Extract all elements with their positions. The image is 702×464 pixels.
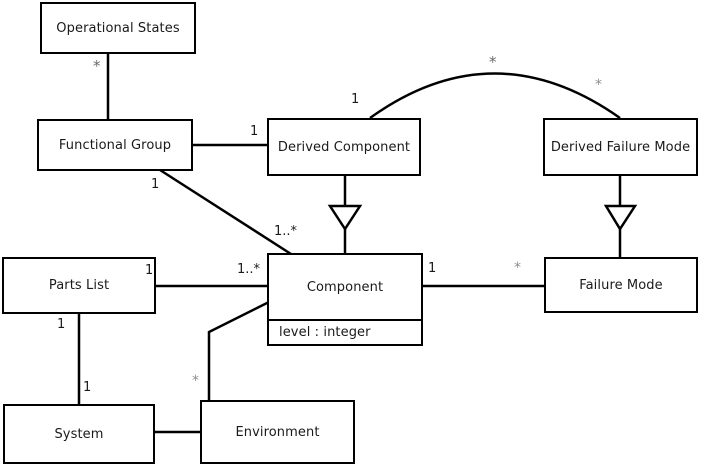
class-name-environment: Environment [235,424,320,440]
class-name-functional-group: Functional Group [58,137,172,153]
class-name-operational-states: Operational States [56,20,180,36]
class-name-parts-list: Parts List [48,278,110,293]
class-box-parts-list[interactable]: Parts List [2,257,156,314]
class-name-derived-failure-mode: Derived Failure Mode [550,139,691,155]
multiplicity-parts-list-component-target: 1..* [237,262,261,277]
multiplicity-derived-arc-apex: * [489,53,497,71]
edge-functional-group-component [159,168,292,256]
class-box-derived-component[interactable]: Derived Component [267,118,421,176]
multiplicity-functional-group-component-target: 1..* [274,224,298,239]
class-box-operational-states[interactable]: Operational States [40,2,196,54]
multiplicity-functional-group-component-source: 1 [151,177,160,192]
class-attribute-component-level: level : integer [269,319,421,344]
multiplicity-component-failure-mode-target: * [514,260,521,276]
class-box-system[interactable]: System [3,404,155,464]
multiplicity-environment-component: * [192,373,199,389]
multiplicity-derived-component-arc-source: 1 [351,92,360,107]
generalization-arrowhead-failure-mode [603,204,638,232]
class-box-component[interactable]: Component level : integer [267,253,423,346]
class-box-failure-mode[interactable]: Failure Mode [544,257,698,313]
class-name-failure-mode: Failure Mode [579,277,663,293]
edge-derived-component-derived-failure-mode-arc [369,72,621,120]
class-box-derived-failure-mode[interactable]: Derived Failure Mode [543,118,698,176]
multiplicity-parts-list-system-target: 1 [83,380,92,395]
class-name-system: System [54,426,104,442]
class-name-component: Component [306,279,384,295]
edge-environment-component [207,300,270,400]
multiplicity-derived-arc-target: * [595,77,602,93]
class-name-derived-component: Derived Component [277,139,411,155]
multiplicity-parts-list-system-source: 1 [57,317,66,332]
multiplicity-functional-group-derived-component: 1 [250,124,259,139]
class-box-environment[interactable]: Environment [200,400,355,464]
multiplicity-component-failure-mode-source: 1 [428,261,437,276]
multiplicity-parts-list-component-source: 1 [145,263,154,278]
class-box-functional-group[interactable]: Functional Group [37,119,193,171]
generalization-arrowhead-component [327,204,363,232]
multiplicity-operational-states-functional-group: * [93,57,101,75]
